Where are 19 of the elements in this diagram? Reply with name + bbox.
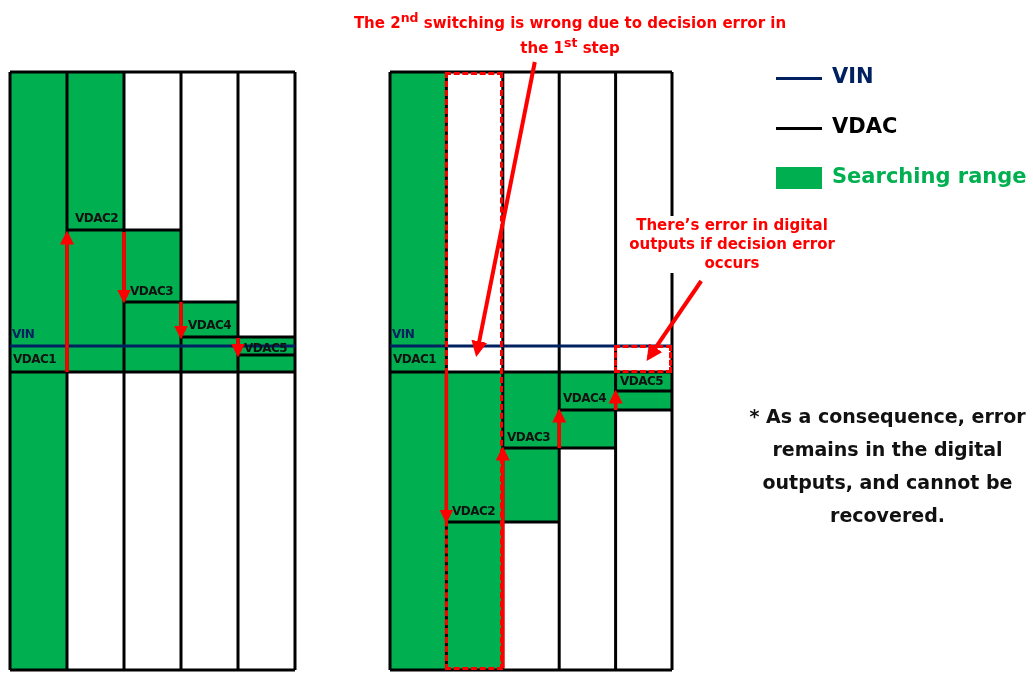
legend-text: Searching range (832, 164, 1027, 188)
level-label: VDAC4 (188, 318, 232, 332)
leader-arrow (471, 61, 537, 357)
legend-text: VIN (832, 64, 874, 88)
level-label: VDAC5 (620, 374, 664, 388)
vin-label: VIN (392, 327, 415, 341)
vin-label: VIN (12, 327, 35, 341)
level-label: VDAC2 (452, 504, 496, 518)
level-label: VDAC3 (130, 284, 174, 298)
level-label: VDAC1 (393, 352, 437, 366)
note-text: * As a consequence, error remains in the digital outputs, and cannot be recovered. (748, 404, 1027, 528)
level-label: VDAC4 (563, 391, 607, 405)
level-label: VDAC2 (75, 211, 119, 225)
level-label: VDAC1 (13, 352, 57, 366)
leader-arrow (646, 279, 703, 361)
dashed-error-box (614, 345, 672, 373)
legend-text: VDAC (832, 114, 898, 138)
dashed-column-highlight (445, 72, 503, 670)
level-label: VDAC3 (507, 430, 551, 444)
